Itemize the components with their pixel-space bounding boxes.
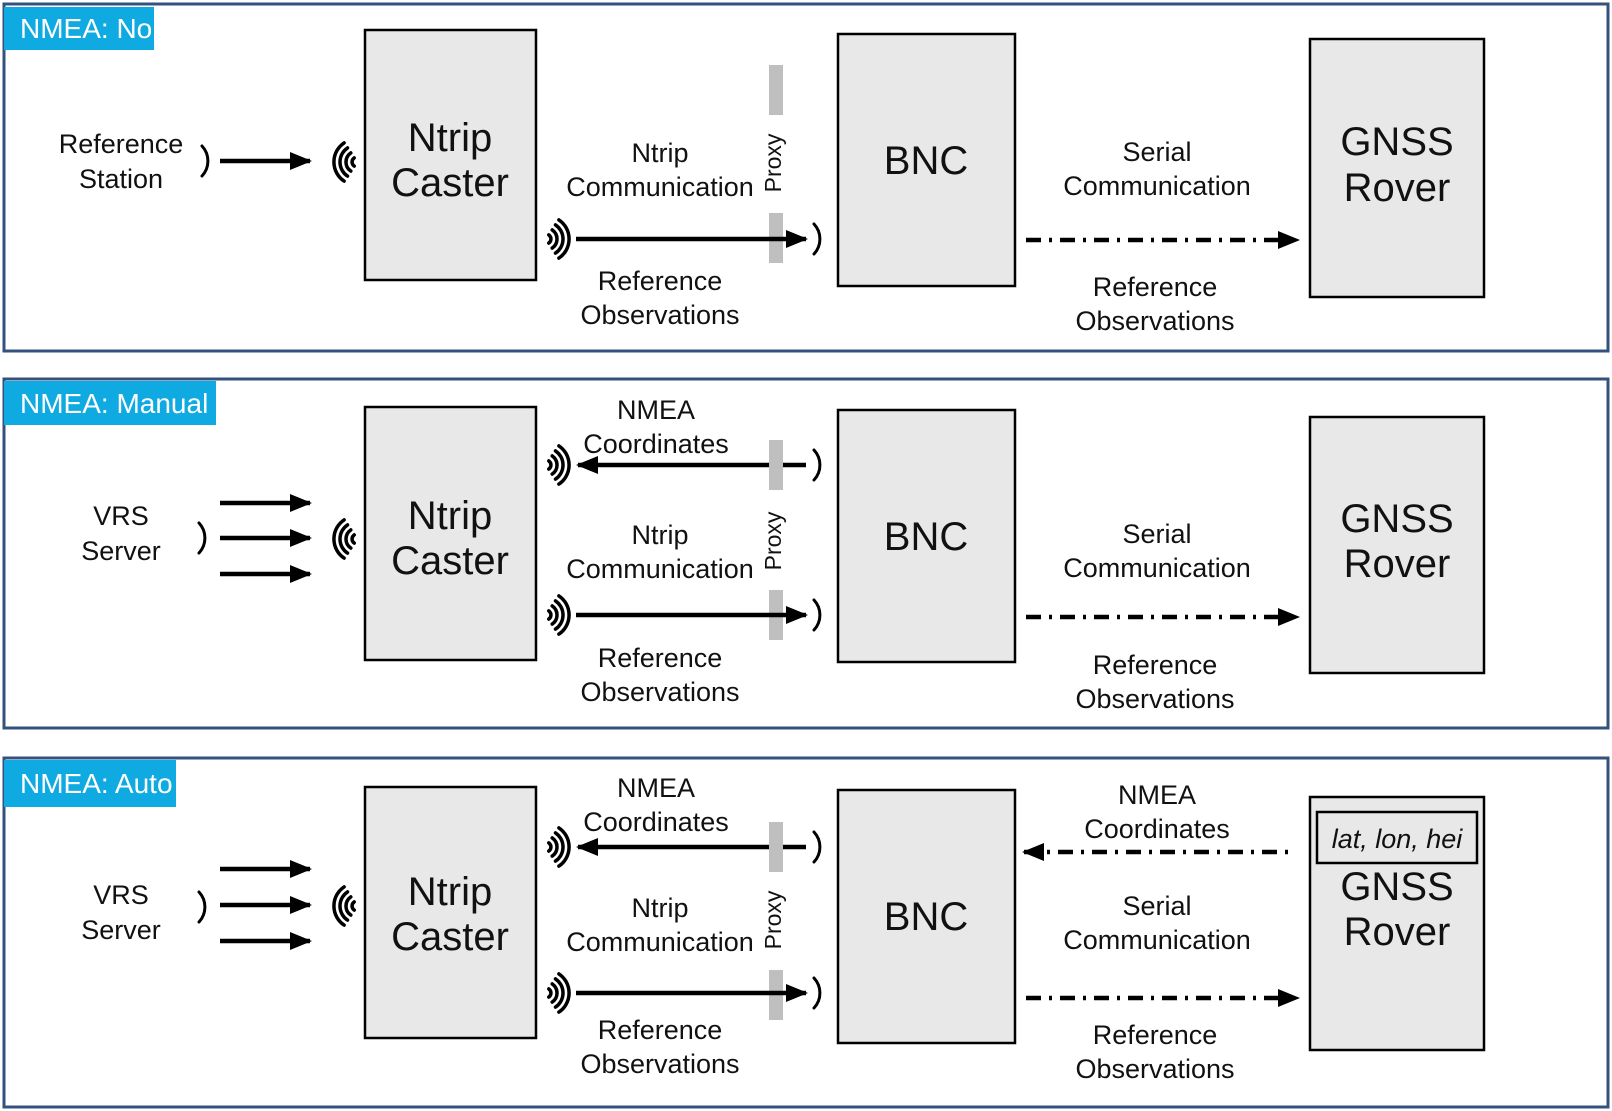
rover-coordinates-box xyxy=(1315,810,1479,865)
rover-coordinates-label: lat, lon, hei xyxy=(1332,824,1464,854)
serial-communication-label-line2: Communication xyxy=(1063,171,1251,201)
nmea-coordinates-label-line1: NMEA xyxy=(617,395,695,425)
mode-badge-label: NMEA: Auto xyxy=(20,768,173,799)
mode-badge xyxy=(4,760,176,807)
nmea-coordinates-label-line2: Coordinates xyxy=(583,807,729,837)
proxy-bar-top xyxy=(769,440,783,490)
reference-observations-right-line1: Reference xyxy=(1093,1020,1218,1050)
bnc-box xyxy=(836,788,1017,1045)
ntrip-communication-label-line1: Ntrip xyxy=(631,520,688,550)
reference-observations-label-line1: Reference xyxy=(598,643,723,673)
nmea-coordinates-right-line2: Coordinates xyxy=(1084,814,1230,844)
panel-nmea-no: NMEA: No Reference Station Ntrip Caster … xyxy=(2,2,1610,353)
reference-observations-label-line2: Observations xyxy=(580,1049,739,1079)
ntrip-caster-box xyxy=(363,785,538,1040)
reference-observations-right-line2: Observations xyxy=(1075,1054,1234,1084)
serial-communication-label-line2: Communication xyxy=(1063,925,1251,955)
ntrip-caster-label-line1: Ntrip xyxy=(408,494,492,538)
reference-observations-right-line1: Reference xyxy=(1093,650,1218,680)
mode-badge xyxy=(4,381,216,425)
gnss-rover-label-line1: GNSS xyxy=(1340,120,1453,164)
source-label-line1: VRS xyxy=(93,880,149,910)
gnss-rover-box xyxy=(1308,415,1486,675)
ntrip-communication-label-line2: Communication xyxy=(566,172,754,202)
source-label-line2: Server xyxy=(81,915,161,945)
gnss-rover-label-line1: GNSS xyxy=(1340,497,1453,541)
nmea-coordinates-label-line1: NMEA xyxy=(617,773,695,803)
proxy-label: Proxy xyxy=(760,133,786,192)
ntrip-communication-label-line2: Communication xyxy=(566,554,754,584)
proxy-bar-top xyxy=(769,65,783,115)
gnss-rover-label-line2: Rover xyxy=(1344,542,1451,586)
ntrip-caster-label-line2: Caster xyxy=(391,161,509,205)
ntrip-caster-label-line1: Ntrip xyxy=(408,116,492,160)
bnc-label: BNC xyxy=(884,895,968,939)
source-label-line1: Reference xyxy=(59,129,184,159)
mode-badge-label: NMEA: No xyxy=(20,13,152,44)
serial-communication-label-line1: Serial xyxy=(1122,137,1191,167)
source-label-line2: Server xyxy=(81,536,161,566)
reference-observations-label-line2: Observations xyxy=(580,300,739,330)
panel-nmea-manual: NMEA: Manual VRS Server Ntrip Caster NME… xyxy=(2,377,1610,730)
gnss-rover-label-line1: GNSS xyxy=(1340,865,1453,909)
ntrip-communication-label-line1: Ntrip xyxy=(631,138,688,168)
ntrip-caster-box xyxy=(363,405,538,662)
bnc-label: BNC xyxy=(884,139,968,183)
ntrip-caster-label-line1: Ntrip xyxy=(408,870,492,914)
nmea-coordinates-label-line2: Coordinates xyxy=(583,429,729,459)
proxy-label: Proxy xyxy=(760,890,786,949)
mode-badge xyxy=(4,7,154,50)
ntrip-communication-label-line2: Communication xyxy=(566,927,754,957)
reference-observations-right-line2: Observations xyxy=(1075,684,1234,714)
proxy-bar-top xyxy=(769,822,783,872)
serial-communication-label-line2: Communication xyxy=(1063,553,1251,583)
gnss-rover-box xyxy=(1308,37,1486,299)
bnc-label: BNC xyxy=(884,515,968,559)
ntrip-caster-label-line2: Caster xyxy=(391,539,509,583)
gnss-rover-label-line2: Rover xyxy=(1344,910,1451,954)
proxy-label: Proxy xyxy=(760,511,786,570)
gnss-rover-label-line2: Rover xyxy=(1344,166,1451,210)
source-label-line1: VRS xyxy=(93,501,149,531)
ntrip-caster-label-line2: Caster xyxy=(391,915,509,959)
reference-observations-right-line1: Reference xyxy=(1093,272,1218,302)
source-label-line2: Station xyxy=(79,164,163,194)
bnc-box xyxy=(836,408,1017,664)
panel-nmea-auto: NMEA: Auto VRS Server Ntrip Caster NMEA … xyxy=(2,756,1610,1109)
reference-observations-right-line2: Observations xyxy=(1075,306,1234,336)
nmea-coordinates-right-line1: NMEA xyxy=(1118,780,1196,810)
serial-communication-label-line1: Serial xyxy=(1122,519,1191,549)
serial-communication-label-line1: Serial xyxy=(1122,891,1191,921)
reference-observations-label-line1: Reference xyxy=(598,1015,723,1045)
bnc-box xyxy=(836,32,1017,288)
reference-observations-label-line1: Reference xyxy=(598,266,723,296)
mode-badge-label: NMEA: Manual xyxy=(20,388,208,419)
ntrip-caster-box xyxy=(363,28,538,282)
reference-observations-label-line2: Observations xyxy=(580,677,739,707)
ntrip-communication-label-line1: Ntrip xyxy=(631,893,688,923)
